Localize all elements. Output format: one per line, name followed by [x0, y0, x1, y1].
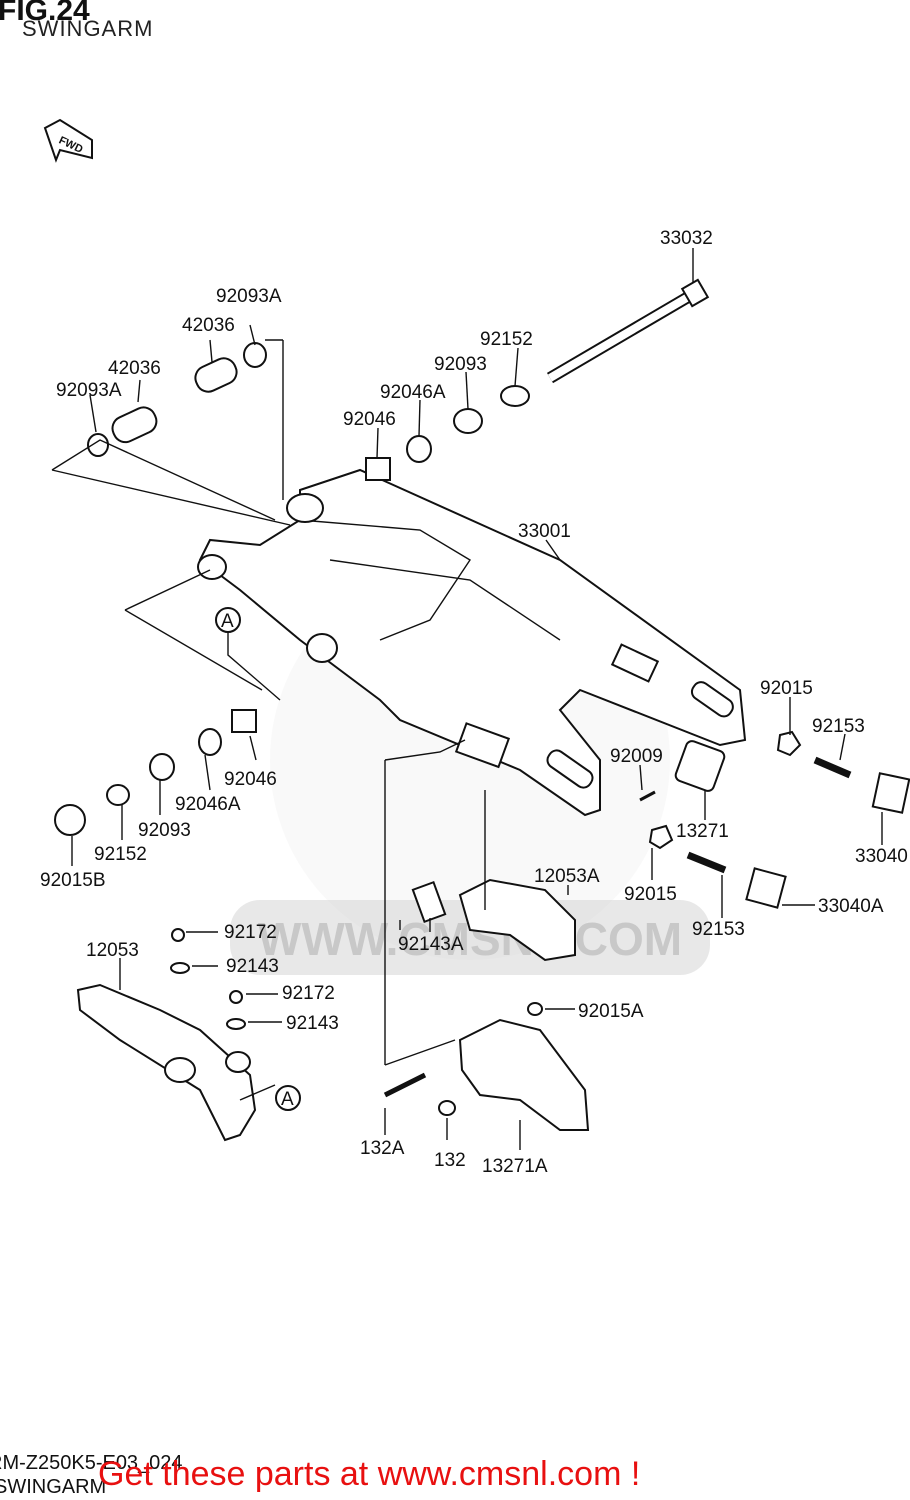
label-13271: 13271	[676, 821, 729, 842]
ref-circle-a-bottom	[275, 1085, 301, 1111]
label-12053a: 12053A	[534, 866, 600, 887]
label-92046-bottom: 92046	[224, 769, 277, 790]
label-92093a-top: 92093A	[216, 286, 282, 307]
figure-subtitle: SWINGARM	[22, 16, 154, 41]
label-92152-top: 92152	[480, 329, 533, 350]
label-42036-a: 42036	[182, 315, 235, 336]
label-33040a: 33040A	[818, 896, 884, 917]
label-92093-top: 92093	[434, 354, 487, 375]
label-13271a: 13271A	[482, 1156, 548, 1177]
chain-guide	[383, 878, 590, 1131]
label-92093-bottom: 92093	[138, 820, 191, 841]
label-33040: 33040	[855, 846, 908, 867]
label-92046a-top: 92046A	[380, 382, 446, 403]
fwd-arrow-icon: FWD	[43, 118, 93, 163]
label-12053: 12053	[86, 940, 139, 961]
label-92015a: 92015A	[578, 1001, 644, 1022]
label-42036-b: 42036	[108, 358, 161, 379]
label-ref-a-2: A	[281, 1089, 294, 1110]
label-92143a: 92143A	[398, 934, 464, 955]
figure-title: FIG.24	[0, 0, 90, 27]
axle-adjusters	[639, 730, 910, 909]
label-92015b: 92015B	[40, 870, 106, 891]
model-code: RM-Z250K5-E03_024	[0, 1452, 183, 1474]
label-92143-b: 92143	[286, 1013, 339, 1034]
label-92143-a: 92143	[226, 956, 279, 977]
label-92046a-bottom: 92046A	[175, 794, 241, 815]
label-92172-a: 92172	[224, 922, 277, 943]
pivot-parts-upper	[87, 342, 530, 481]
swingarm-body	[197, 468, 747, 817]
chain-slider	[76, 928, 257, 1142]
label-ref-a: A	[221, 611, 234, 632]
pivot-shaft	[546, 278, 710, 384]
leader-lines	[51, 248, 883, 1150]
label-92153-mid: 92153	[692, 919, 745, 940]
label-33001: 33001	[518, 521, 571, 542]
label-92172-b: 92172	[282, 983, 335, 1004]
ref-circle-a-top	[215, 607, 241, 633]
label-132a: 132A	[360, 1138, 405, 1159]
label-33032: 33032	[660, 228, 713, 249]
label-92015-mid: 92015	[624, 884, 677, 905]
label-92015-right: 92015	[760, 678, 813, 699]
pivot-parts-lower	[54, 709, 257, 836]
label-92152-bottom: 92152	[94, 844, 147, 865]
label-92093a-left: 92093A	[56, 380, 122, 401]
label-92009: 92009	[610, 746, 663, 767]
footer-subtitle: SWINGARM	[0, 1476, 107, 1498]
label-132: 132	[434, 1150, 466, 1171]
promo-link[interactable]: Get these parts at www.cmsnl.com !	[98, 1455, 641, 1493]
label-92153-right: 92153	[812, 716, 865, 737]
part-labels: 33032 92093A 42036 42036 92093A 92152 92…	[40, 228, 908, 1177]
label-92046-top: 92046	[343, 409, 396, 430]
